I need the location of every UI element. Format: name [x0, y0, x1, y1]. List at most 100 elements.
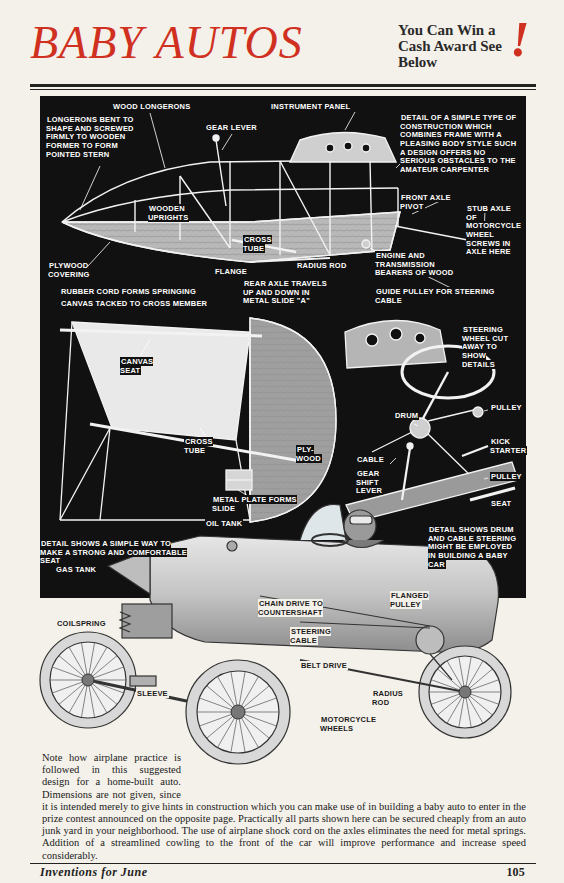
exclamation-mark: !	[510, 14, 540, 64]
callout-label: DETAIL OF A SIMPLE TYPE OF CONSTRUCTION …	[400, 114, 522, 174]
label-text: RADIUS ROD	[372, 689, 403, 707]
header-tagline: You Can Win a Cash Award See Below	[398, 22, 516, 71]
label-text: Inventions for June	[40, 865, 148, 879]
footer-text: Inventions for June	[40, 866, 240, 879]
label-text: GEAR SHIFT LEVER	[356, 469, 383, 495]
label-text: WOODEN UPRIGHTS	[148, 204, 189, 222]
callout-label: STUB AXLE OF MOTORCYCLE WHEEL SCREWS IN …	[466, 205, 524, 257]
callout-label: RADIUS ROD	[372, 690, 422, 707]
label-text: FRONT AXLE PIVOT	[400, 193, 451, 211]
label-text: PLY-WOOD	[296, 445, 322, 463]
callout-label: SEAT	[490, 500, 518, 509]
callout-label: CHAIN DRIVE TO COUNTERSHAFT	[258, 600, 348, 617]
callout-label: CROSS TUBE	[184, 438, 220, 455]
callout-label: COILSPRING	[56, 620, 116, 629]
leader-lines	[140, 340, 255, 500]
footer-rule	[30, 863, 536, 864]
callout-label: FLANGED PULLEY	[390, 592, 440, 609]
label-text: WOOD LONGERONS	[112, 102, 191, 111]
page-title: BABY AUTOS	[30, 20, 303, 66]
label-text: DRUM	[394, 411, 419, 420]
callout-label: GEAR LEVER	[205, 124, 265, 133]
seat-drawing	[60, 318, 336, 522]
callout-label: BELT DRIVE	[300, 662, 360, 671]
label-text: PULLEY	[490, 403, 523, 412]
label-text: GUIDE PULLEY FOR STEERING CABLE	[375, 287, 495, 305]
label-text: STEERING WHEEL CUT AWAY TO SHOW DETAILS	[462, 325, 508, 369]
page-number: 105	[470, 866, 525, 879]
label-text: METAL PLATE FORMS SLIDE	[212, 495, 297, 513]
label-text: FLANGED PULLEY	[390, 591, 429, 609]
leader-lines	[390, 410, 488, 479]
label-text: GAS TANK	[55, 565, 97, 574]
header-rule	[30, 84, 536, 87]
callout-label: RUBBER CORD FORMS SPRINGING	[60, 288, 240, 297]
callout-label: GEAR SHIFT LEVER	[356, 470, 390, 496]
callout-label: PLY-WOOD	[296, 446, 328, 463]
label-text: MOTORCYCLE WHEELS	[320, 715, 376, 733]
callout-label: WOODEN UPRIGHTS	[148, 205, 188, 222]
callout-label: CABLE	[356, 456, 388, 465]
black-panel	[40, 96, 526, 598]
callout-label: PLYWOOD COVERING	[48, 262, 98, 279]
wheel-spokes	[50, 643, 501, 753]
callout-label: FLANGE	[214, 268, 250, 277]
callout-label: KICK STARTER	[490, 438, 524, 455]
label-text: KICK STARTER	[490, 437, 527, 455]
label-text: REAR AXLE TRAVELS UP AND DOWN IN METAL S…	[243, 279, 327, 305]
callout-label: WOOD LONGERONS	[112, 103, 212, 112]
label-text: INSTRUMENT PANEL	[270, 102, 351, 111]
label-text: BELT DRIVE	[300, 661, 348, 670]
caption-block: Note how airplane practice is followed i…	[42, 752, 526, 862]
header-rule	[30, 89, 536, 90]
label-text: CANVAS TACKED TO CROSS MEMBER	[60, 299, 208, 308]
callout-label: CROSS TUBE	[243, 236, 277, 253]
label-text: PLYWOOD COVERING	[48, 261, 91, 279]
label-text: RUBBER CORD FORMS SPRINGING	[60, 287, 197, 296]
callout-label: PULLEY	[490, 473, 522, 482]
text-wrap-spacer	[181, 752, 526, 789]
callout-label: STEERING CABLE	[290, 628, 350, 645]
callout-label: STEERING WHEEL CUT AWAY TO SHOW DETAILS	[462, 326, 522, 369]
callout-label: CANVAS SEAT	[120, 358, 154, 375]
callout-label: ENGINE AND TRANSMISSION BEARERS OF WOOD	[375, 252, 470, 278]
callout-label: OIL TANK	[205, 520, 250, 529]
caption-text: Note how airplane practice is followed i…	[42, 752, 526, 861]
label-text: CROSS TUBE	[243, 235, 272, 253]
car-hubs	[82, 674, 471, 719]
label-text: CABLE	[356, 455, 385, 464]
callout-label: INSTRUMENT PANEL	[270, 103, 380, 112]
label-text: 105	[506, 865, 525, 879]
label-text: COILSPRING	[56, 619, 107, 628]
callout-label: METAL PLATE FORMS SLIDE	[212, 496, 322, 513]
label-text: GEAR LEVER	[205, 123, 258, 132]
label-text: OIL TANK	[205, 519, 243, 528]
label-text: DETAIL SHOWS DRUM AND CABLE STEERING MIG…	[428, 525, 516, 569]
label-text: CROSS TUBE	[184, 437, 213, 455]
label-text: You Can Win a Cash Award See Below	[398, 22, 502, 70]
label-text: RADIUS ROD	[296, 261, 348, 270]
label-text: FLANGE	[214, 267, 248, 276]
callout-label: SLEEVE	[136, 690, 176, 699]
callout-label: MOTORCYCLE WHEELS	[320, 716, 380, 733]
label-text: SLEEVE	[136, 689, 169, 698]
callout-label: RADIUS ROD	[296, 262, 356, 271]
label-text: ENGINE AND TRANSMISSION BEARERS OF WOOD	[375, 251, 454, 277]
label-text: STEERING CABLE	[290, 627, 331, 645]
steering-drawing	[345, 320, 518, 522]
label-text: DETAIL OF A SIMPLE TYPE OF CONSTRUCTION …	[400, 113, 516, 174]
callout-label: DRUM	[394, 412, 418, 421]
label-text: PULLEY	[490, 472, 523, 481]
callout-label: GAS TANK	[55, 566, 100, 575]
label-text: DETAIL SHOWS A SIMPLE WAY TO MAKE A STRO…	[40, 539, 187, 565]
callout-label: DETAIL SHOWS A SIMPLE WAY TO MAKE A STRO…	[40, 540, 190, 566]
callout-label: REAR AXLE TRAVELS UP AND DOWN IN METAL S…	[243, 280, 338, 306]
label-text: CHAIN DRIVE TO COUNTERSHAFT	[258, 599, 323, 617]
callout-label: LONGERONS BENT TO SHAPE AND SCREWED FIRM…	[46, 116, 134, 159]
label-text: CANVAS SEAT	[120, 357, 153, 375]
callout-label: GUIDE PULLEY FOR STEERING CABLE	[375, 288, 515, 305]
callout-label: PULLEY	[490, 404, 522, 413]
label-text: !	[510, 11, 530, 67]
callout-label: DETAIL SHOWS DRUM AND CABLE STEERING MIG…	[428, 526, 522, 569]
label-text: STUB AXLE OF MOTORCYCLE WHEEL SCREWS IN …	[466, 204, 521, 256]
